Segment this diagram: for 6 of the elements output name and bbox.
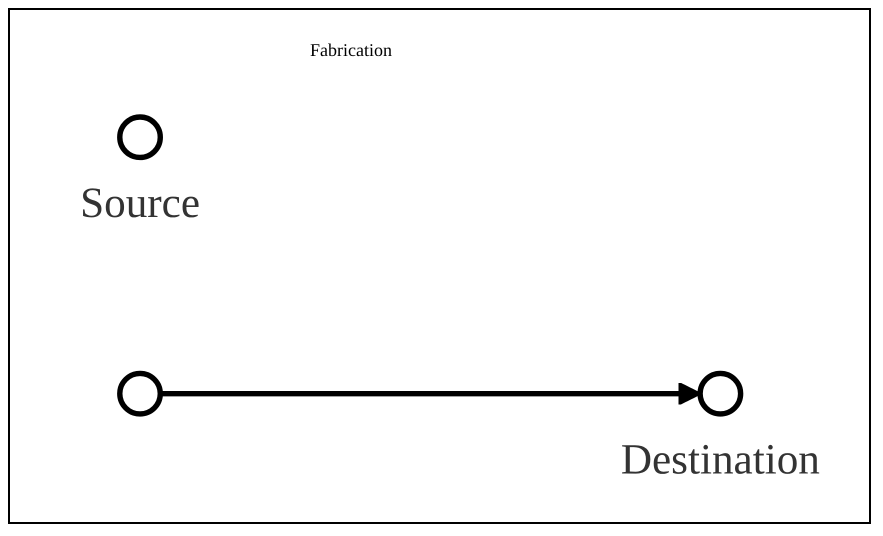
node-circle bbox=[117, 370, 163, 417]
label-text: Fabrication bbox=[310, 40, 392, 61]
node-caption: Destination bbox=[620, 436, 820, 484]
node-circle bbox=[117, 114, 163, 160]
node-circle bbox=[697, 370, 744, 417]
node-caption: Source bbox=[80, 180, 200, 227]
